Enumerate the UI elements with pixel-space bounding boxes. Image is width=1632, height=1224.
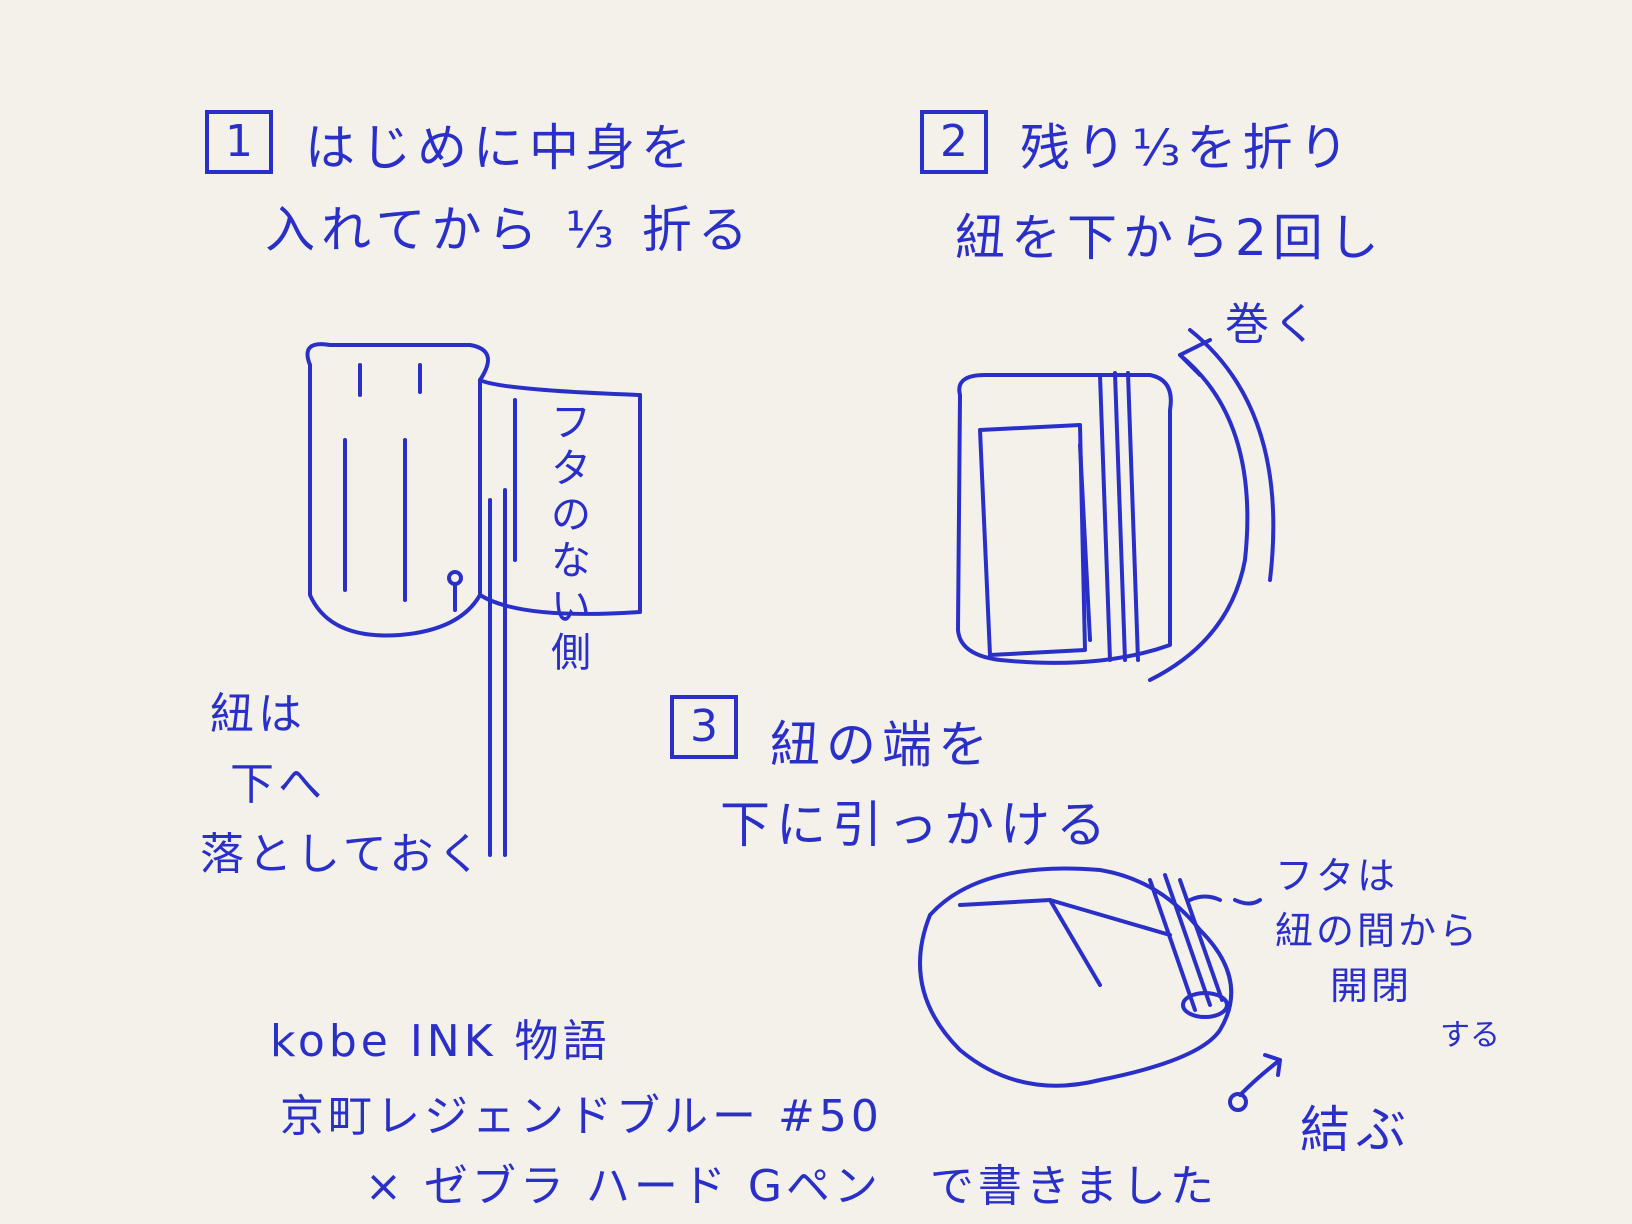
step1-button (447, 570, 463, 586)
step3-lid-arrow (1188, 894, 1262, 906)
step2-line1: 残り⅓を折り (1020, 119, 1355, 177)
step3-flap-edge (958, 898, 1102, 987)
step3-pouch-body (918, 866, 1234, 1088)
step2-string-wrap-a (1098, 373, 1112, 662)
step2-wrap-arrow-outer (1188, 328, 1276, 582)
step2-line2: 紐を下から2回し (955, 209, 1385, 267)
step1-string-note-3: 落としておく (200, 829, 486, 880)
step1-number-box: 1 (205, 110, 273, 174)
step3-string-b (1163, 873, 1212, 1007)
step2-wrap-arrow (1148, 353, 1250, 682)
step3-pouch-drawing (918, 866, 1282, 1112)
step3-knot (1181, 991, 1229, 1019)
credits-line2: 京町レジェンドブルー #50 (280, 1091, 883, 1142)
step2-pouch-drawing (956, 328, 1276, 682)
step2-card-edge (1078, 443, 1092, 642)
step2-string-wrap-b (1113, 371, 1127, 662)
step3-tie-label: 結ぶ (1300, 1101, 1412, 1159)
step3-line1: 紐の端を (770, 716, 994, 774)
step3-lid-note-3: 開閉 (1330, 964, 1413, 1008)
step3-tie-arrow (1238, 1053, 1282, 1097)
credits-line1: kobe INK 物語 (270, 1016, 611, 1067)
step1-string-note-1: 紐は (210, 689, 306, 740)
step3-string-a (1148, 878, 1197, 1012)
credits-line3: × ゼブラ ハード Gペン で書きました (365, 1161, 1218, 1212)
step1-line1: はじめに中身を (305, 119, 697, 177)
step1-pouch-drawing (305, 342, 642, 857)
step2-inner-card (978, 423, 1087, 657)
step2-string-wrap-c (1126, 371, 1140, 662)
step3-line2: 下に引っかける (720, 796, 1112, 854)
step3-string-c (1178, 878, 1224, 1002)
step3-number-box: 3 (670, 695, 738, 759)
step3-lid-note-1: フタは (1275, 854, 1399, 898)
step2-arrow-head (1178, 338, 1212, 377)
step3-lid-note-2: 紐の間から (1275, 909, 1481, 953)
step3-flap-top (1048, 898, 1172, 937)
step3-lid-note-4: する (1440, 1018, 1500, 1053)
step2-wrap-label: 巻く (1225, 299, 1321, 350)
step1-line2: 入れてから ⅓ 折る (265, 201, 754, 259)
step1-string-note-2: 下へ (230, 759, 326, 810)
step2-number-box: 2 (920, 110, 988, 174)
step1-top-edge (305, 342, 642, 397)
step3-tie-loop (1228, 1092, 1248, 1112)
step1-front-body (308, 363, 482, 638)
step1-side-label: フタのない側 (551, 400, 591, 676)
step2-pouch-body (956, 373, 1173, 665)
